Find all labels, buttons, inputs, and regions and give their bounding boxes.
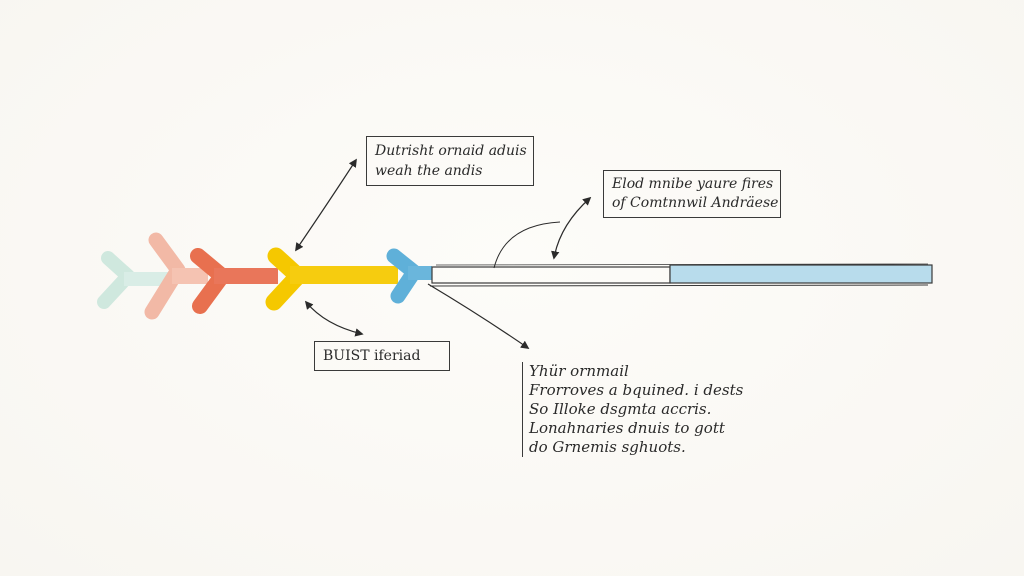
- connector-curve: [493, 221, 561, 269]
- paragraph-line-5: do Grnemis sghuots.: [529, 438, 686, 456]
- arrow-right-note: [551, 196, 592, 260]
- arrow-bottom-note: [304, 300, 364, 337]
- chevron-coral: [190, 248, 278, 314]
- paragraph-line-1: Yhür ornmail: [529, 362, 629, 380]
- note-right: Elod mnibe yaure fires of Comtnnwil Andr…: [603, 170, 781, 218]
- chevron-blue: [386, 248, 432, 304]
- arrow-paragraph: [427, 283, 530, 349]
- note-top: Dutrisht ornaid aduis weah the andis: [366, 136, 534, 186]
- paragraph-line-4: Lonahnaries dnuis to gott: [529, 419, 725, 437]
- paragraph-line-3: So Illoke dsgmta accris.: [529, 400, 712, 418]
- note-top-line-1: Dutrisht ornaid aduis: [375, 143, 527, 159]
- note-paragraph: Yhür ornmail Frorroves a bquined. i dest…: [522, 362, 789, 457]
- chevron-peach: [144, 232, 208, 320]
- note-bottom: BUIST iferiad: [314, 341, 450, 371]
- note-right-line-2: of Comtnnwil Andräese: [612, 195, 779, 211]
- timeline-bar: [429, 263, 933, 287]
- chevron-yellow: [265, 247, 398, 311]
- arrow-top-note: [295, 158, 357, 252]
- note-top-line-2: weah the andis: [375, 163, 483, 179]
- paragraph-line-2: Frorroves a bquined. i dests: [529, 381, 744, 399]
- note-right-line-1: Elod mnibe yaure fires: [612, 176, 774, 192]
